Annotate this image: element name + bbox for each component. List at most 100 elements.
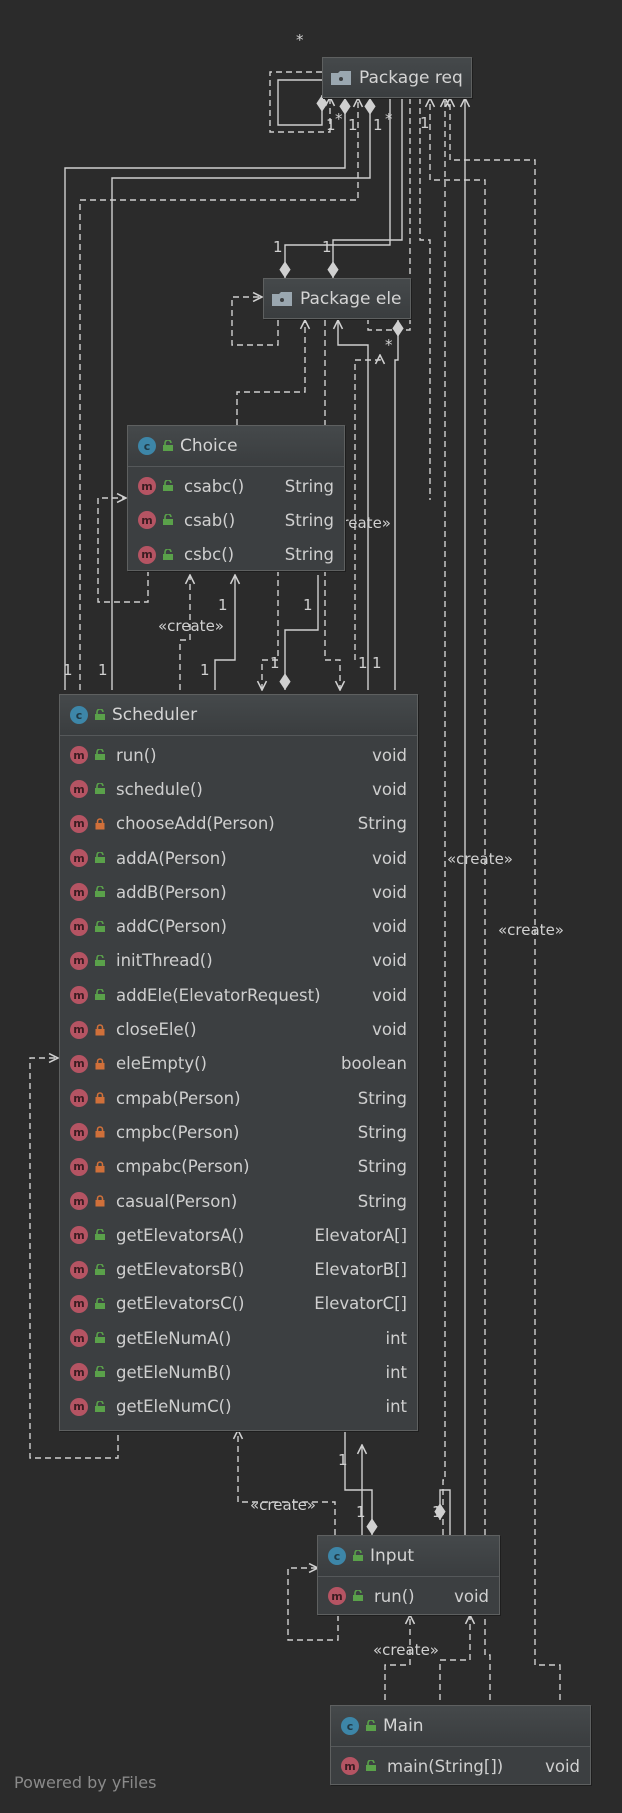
method-icon: m (138, 477, 156, 496)
private-lock-icon (95, 1023, 105, 1036)
method-name: csbc() (184, 545, 235, 565)
method-name: cmpab(Person) (116, 1088, 241, 1108)
mult-ele-a: 1 (273, 238, 283, 256)
method-icon: m (328, 1587, 346, 1606)
edge-sched-choice-assoc (214, 575, 235, 690)
class-choice-header: c Choice (128, 426, 344, 467)
method-icon: m (70, 883, 88, 902)
package-req[interactable]: Package req (322, 57, 472, 98)
method-row: m cmpabc(Person) String (60, 1150, 417, 1184)
method-return-type: void (372, 745, 407, 765)
method-name: run() (116, 745, 157, 765)
public-icon (95, 1400, 105, 1412)
method-name: cmpbc(Person) (116, 1122, 240, 1142)
edge-choice-sched-comp (279, 575, 319, 690)
class-icon: c (328, 1547, 346, 1565)
method-return-type: void (372, 848, 407, 868)
method-name: addA(Person) (116, 848, 227, 868)
method-name: csab() (184, 510, 236, 530)
method-return-type: void (454, 1586, 489, 1606)
edge-main-input-1 (384, 1615, 410, 1700)
method-name: getElevatorsB() (116, 1260, 245, 1280)
edge-ele-req-3 (367, 98, 411, 331)
edge-ele-self (231, 297, 279, 346)
class-main-title: Main (383, 1716, 424, 1736)
label-create-input-sched: «create» (250, 1496, 316, 1514)
method-icon: m (70, 1397, 88, 1416)
public-icon (95, 1229, 105, 1241)
method-icon: m (70, 1020, 88, 1039)
class-choice-title: Choice (180, 436, 238, 456)
label-create-input-req: «create» (447, 850, 513, 868)
label-create-main-input: «create» (373, 1641, 439, 1659)
folder-icon (272, 291, 292, 306)
method-icon: m (70, 780, 88, 799)
method-return-type: String (357, 1157, 407, 1177)
mult-req-e: * (385, 110, 393, 128)
mult-input-c: 1 (432, 1503, 442, 1521)
method-icon: m (70, 1363, 88, 1382)
method-icon: m (70, 1226, 88, 1245)
class-input-header: c Input (318, 1536, 499, 1577)
edge-sched-req-2 (79, 98, 358, 690)
method-icon: m (70, 1157, 88, 1176)
edge-sched-req-1 (64, 98, 351, 690)
method-return-type: boolean (341, 1054, 407, 1074)
public-icon (95, 989, 105, 1001)
method-icon: m (70, 746, 88, 765)
mult-input-a: 1 (338, 1451, 348, 1469)
method-name: eleEmpty() (116, 1054, 207, 1074)
folder-icon (331, 70, 351, 85)
method-icon: m (341, 1757, 359, 1776)
class-icon: c (341, 1717, 359, 1735)
edge-main-req-1 (430, 98, 491, 1700)
package-ele[interactable]: Package ele (263, 278, 411, 319)
method-return-type: String (357, 1191, 407, 1211)
mult-req-d: 1 (373, 116, 383, 134)
public-icon (163, 514, 173, 526)
edge-req-ele-2 (327, 98, 403, 278)
edge-ele-req-4 (419, 98, 431, 500)
method-return-type: ElevatorA[] (314, 1225, 407, 1245)
method-name: casual(Person) (116, 1191, 238, 1211)
public-icon (95, 749, 105, 761)
method-name: getEleNumB() (116, 1362, 232, 1382)
mult-sched-d: 1 (270, 654, 280, 672)
private-lock-icon (95, 1058, 105, 1070)
mult-choice-b: 1 (303, 596, 313, 614)
method-name: cmpabc(Person) (116, 1157, 250, 1177)
method-icon: m (70, 1294, 88, 1313)
method-return-type: void (545, 1756, 580, 1776)
class-input-title: Input (370, 1546, 415, 1566)
method-icon: m (70, 951, 88, 970)
mult-input-b: 1 (356, 1503, 366, 1521)
public-icon (95, 1297, 105, 1309)
edge-input-self (287, 1568, 339, 1641)
method-icon: m (70, 814, 88, 833)
label-create-main-req: «create» (498, 921, 564, 939)
mult-req-f: 1 (420, 114, 430, 132)
footer-credit: Powered by yFiles (14, 1773, 157, 1792)
edge-sched-input-comp (344, 1430, 378, 1535)
public-icon (163, 480, 173, 492)
method-name: addC(Person) (116, 917, 227, 937)
method-icon: m (70, 1329, 88, 1348)
method-return-type: void (372, 917, 407, 937)
